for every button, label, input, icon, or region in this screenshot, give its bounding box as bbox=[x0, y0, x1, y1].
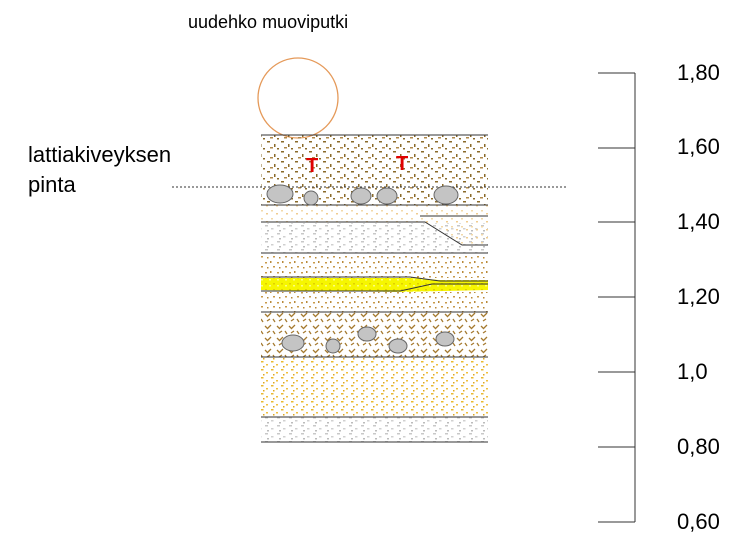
scale-label: 0,60 bbox=[677, 509, 720, 534]
tile-mark: T bbox=[396, 153, 408, 175]
layer-boundaries bbox=[261, 134, 488, 443]
tile-mark: T bbox=[306, 155, 318, 177]
stone bbox=[303, 190, 319, 206]
layer-light-sand bbox=[261, 205, 488, 223]
pipe-cross-section bbox=[257, 57, 339, 139]
scale-label: 1,60 bbox=[677, 134, 720, 159]
scale-label: 0,80 bbox=[677, 434, 720, 459]
soil-layers bbox=[261, 135, 488, 442]
pipe-label: uudehko muoviputki bbox=[188, 12, 349, 32]
stone bbox=[325, 338, 341, 354]
layer-sand bbox=[261, 357, 488, 417]
stone bbox=[281, 334, 305, 352]
scale-label: 1,40 bbox=[677, 209, 720, 234]
stone bbox=[266, 184, 294, 204]
stone bbox=[357, 326, 377, 342]
depth-scale bbox=[598, 72, 636, 523]
layer-gravel-lower bbox=[261, 417, 488, 442]
stone bbox=[376, 187, 398, 205]
floor-surface-label-line1: lattiakiveyksen bbox=[28, 142, 172, 167]
layer-sand-wedge bbox=[430, 223, 488, 245]
layer-yellow-band bbox=[261, 278, 488, 292]
stone bbox=[388, 338, 408, 354]
layer-soil-upper bbox=[261, 253, 488, 278]
stone bbox=[433, 185, 459, 205]
floor-surface-label-line2: pinta bbox=[28, 172, 76, 197]
stones-lower bbox=[281, 326, 455, 354]
floor-surface-label: lattiakiveyksen pinta bbox=[28, 140, 171, 200]
stone bbox=[435, 331, 455, 347]
stone bbox=[350, 187, 372, 205]
scale-label: 1,80 bbox=[677, 60, 720, 85]
scale-label: 1,0 bbox=[677, 359, 708, 384]
stones-upper bbox=[266, 184, 459, 206]
scale-label: 1,20 bbox=[677, 284, 720, 309]
layer-soil-lower bbox=[261, 292, 488, 312]
